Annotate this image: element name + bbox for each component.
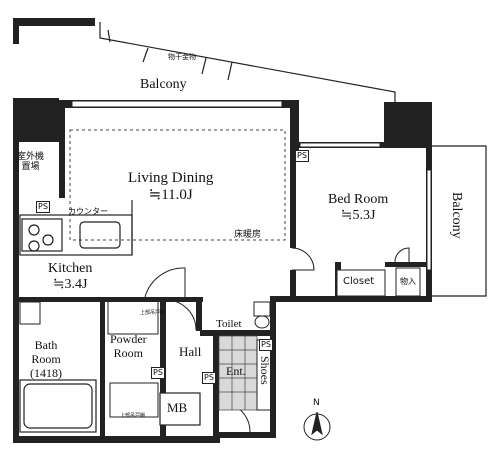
kitchen-name: Kitchen	[48, 261, 93, 276]
bath-room-line-2: Room	[31, 351, 61, 366]
mb-box	[159, 392, 201, 426]
entrance-floor	[218, 335, 258, 411]
powder-room-line-1: Powder	[110, 332, 147, 346]
powder-room-label: Powder Room	[110, 332, 147, 361]
toilet-label: Toilet	[216, 318, 242, 330]
toilet-fixture	[253, 301, 271, 329]
closet-box	[336, 269, 386, 297]
bath-room-line-3: (1418)	[30, 365, 62, 380]
living-dining-label: Living Dining ≒11.0J	[128, 170, 213, 205]
bed-room-label: Bed Room ≒5.3J	[328, 192, 388, 224]
balcony-right-outline	[432, 145, 487, 297]
living-dining-name: Living Dining	[128, 170, 214, 186]
vanity	[107, 299, 159, 418]
storage-label: 物入	[400, 277, 416, 286]
hall-label: Hall	[179, 344, 202, 359]
windows	[71, 100, 432, 271]
compass-icon	[303, 411, 331, 441]
washer-space	[19, 301, 41, 325]
outdoor-unit-line-1: 室外機	[17, 152, 45, 162]
living-dining-size: ≒11.0J	[148, 187, 193, 204]
entrance-label: Ent.	[226, 364, 246, 378]
compass-north-label: N	[313, 398, 320, 408]
floor-heating-label: 床暖房	[234, 230, 262, 240]
outdoor-unit-label: 室外機 置場	[17, 152, 44, 173]
bath-room-label: Bath Room (1418)	[30, 338, 62, 380]
drying-hardware	[142, 47, 233, 81]
counter-label: カウンター	[68, 207, 108, 216]
ps-box-hall: PS	[202, 372, 216, 384]
powder-room-line-2: Room	[113, 345, 143, 360]
balcony-right-label: Balcony	[449, 192, 465, 239]
ps-box-kitchen: PS	[36, 201, 50, 213]
outdoor-unit-line-2: 置場	[21, 162, 40, 173]
ps-box-toilet: PS	[259, 339, 273, 351]
kitchen-counter	[19, 200, 133, 256]
closet-label: Closet	[343, 276, 375, 287]
bed-room-name: Bed Room	[328, 192, 389, 207]
bath-room-line-1: Bath	[34, 338, 58, 352]
balcony-top-outline	[99, 22, 396, 106]
bathtub	[19, 379, 97, 433]
bed-room-size: ≒5.3J	[340, 208, 376, 224]
ps-box-powder: PS	[151, 367, 165, 379]
kitchen-size: ≒3.4J	[52, 277, 88, 293]
upper-shelf-label-1: 上部吊戸棚	[140, 310, 166, 316]
kitchen-label: Kitchen ≒3.4J	[48, 261, 92, 293]
mb-label: MB	[167, 400, 188, 415]
balcony-top-label: Balcony	[140, 77, 187, 92]
shoes-label: Shoes	[257, 356, 272, 385]
ps-box-bedroom: PS	[295, 150, 309, 162]
storage-box	[395, 267, 421, 297]
drying-hardware-note: 物干金物	[168, 53, 196, 61]
upper-shelf-label-2: 上部吊戸棚	[120, 413, 146, 419]
floor-heating-area	[69, 129, 286, 241]
